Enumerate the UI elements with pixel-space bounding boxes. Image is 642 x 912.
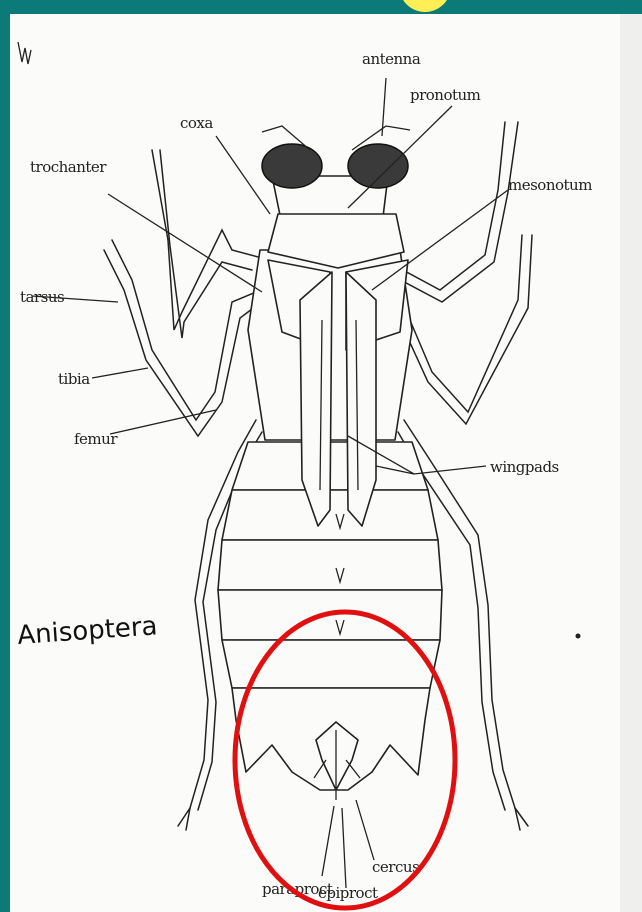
- label-wingpads: wingpads: [490, 458, 559, 476]
- left-eye: [262, 144, 322, 188]
- page-edge-shade: [620, 14, 642, 912]
- label-trochanter: trochanter: [30, 158, 107, 176]
- label-pronotum: pronotum: [410, 86, 481, 104]
- label-epiproct-visible: epiproct: [318, 884, 378, 902]
- label-mesonotum: mesonotum: [508, 176, 592, 194]
- label-tibia: tibia: [58, 370, 90, 388]
- stray-dot: [576, 634, 581, 639]
- label-coxa: coxa: [180, 114, 213, 132]
- label-tarsus: tarsus: [20, 288, 64, 306]
- yellow-sun-shape: [399, 0, 451, 12]
- right-eye: [348, 144, 408, 188]
- label-cercus: cercus: [372, 858, 419, 876]
- label-antenna: antenna: [362, 50, 421, 68]
- label-femur: femur: [74, 430, 118, 448]
